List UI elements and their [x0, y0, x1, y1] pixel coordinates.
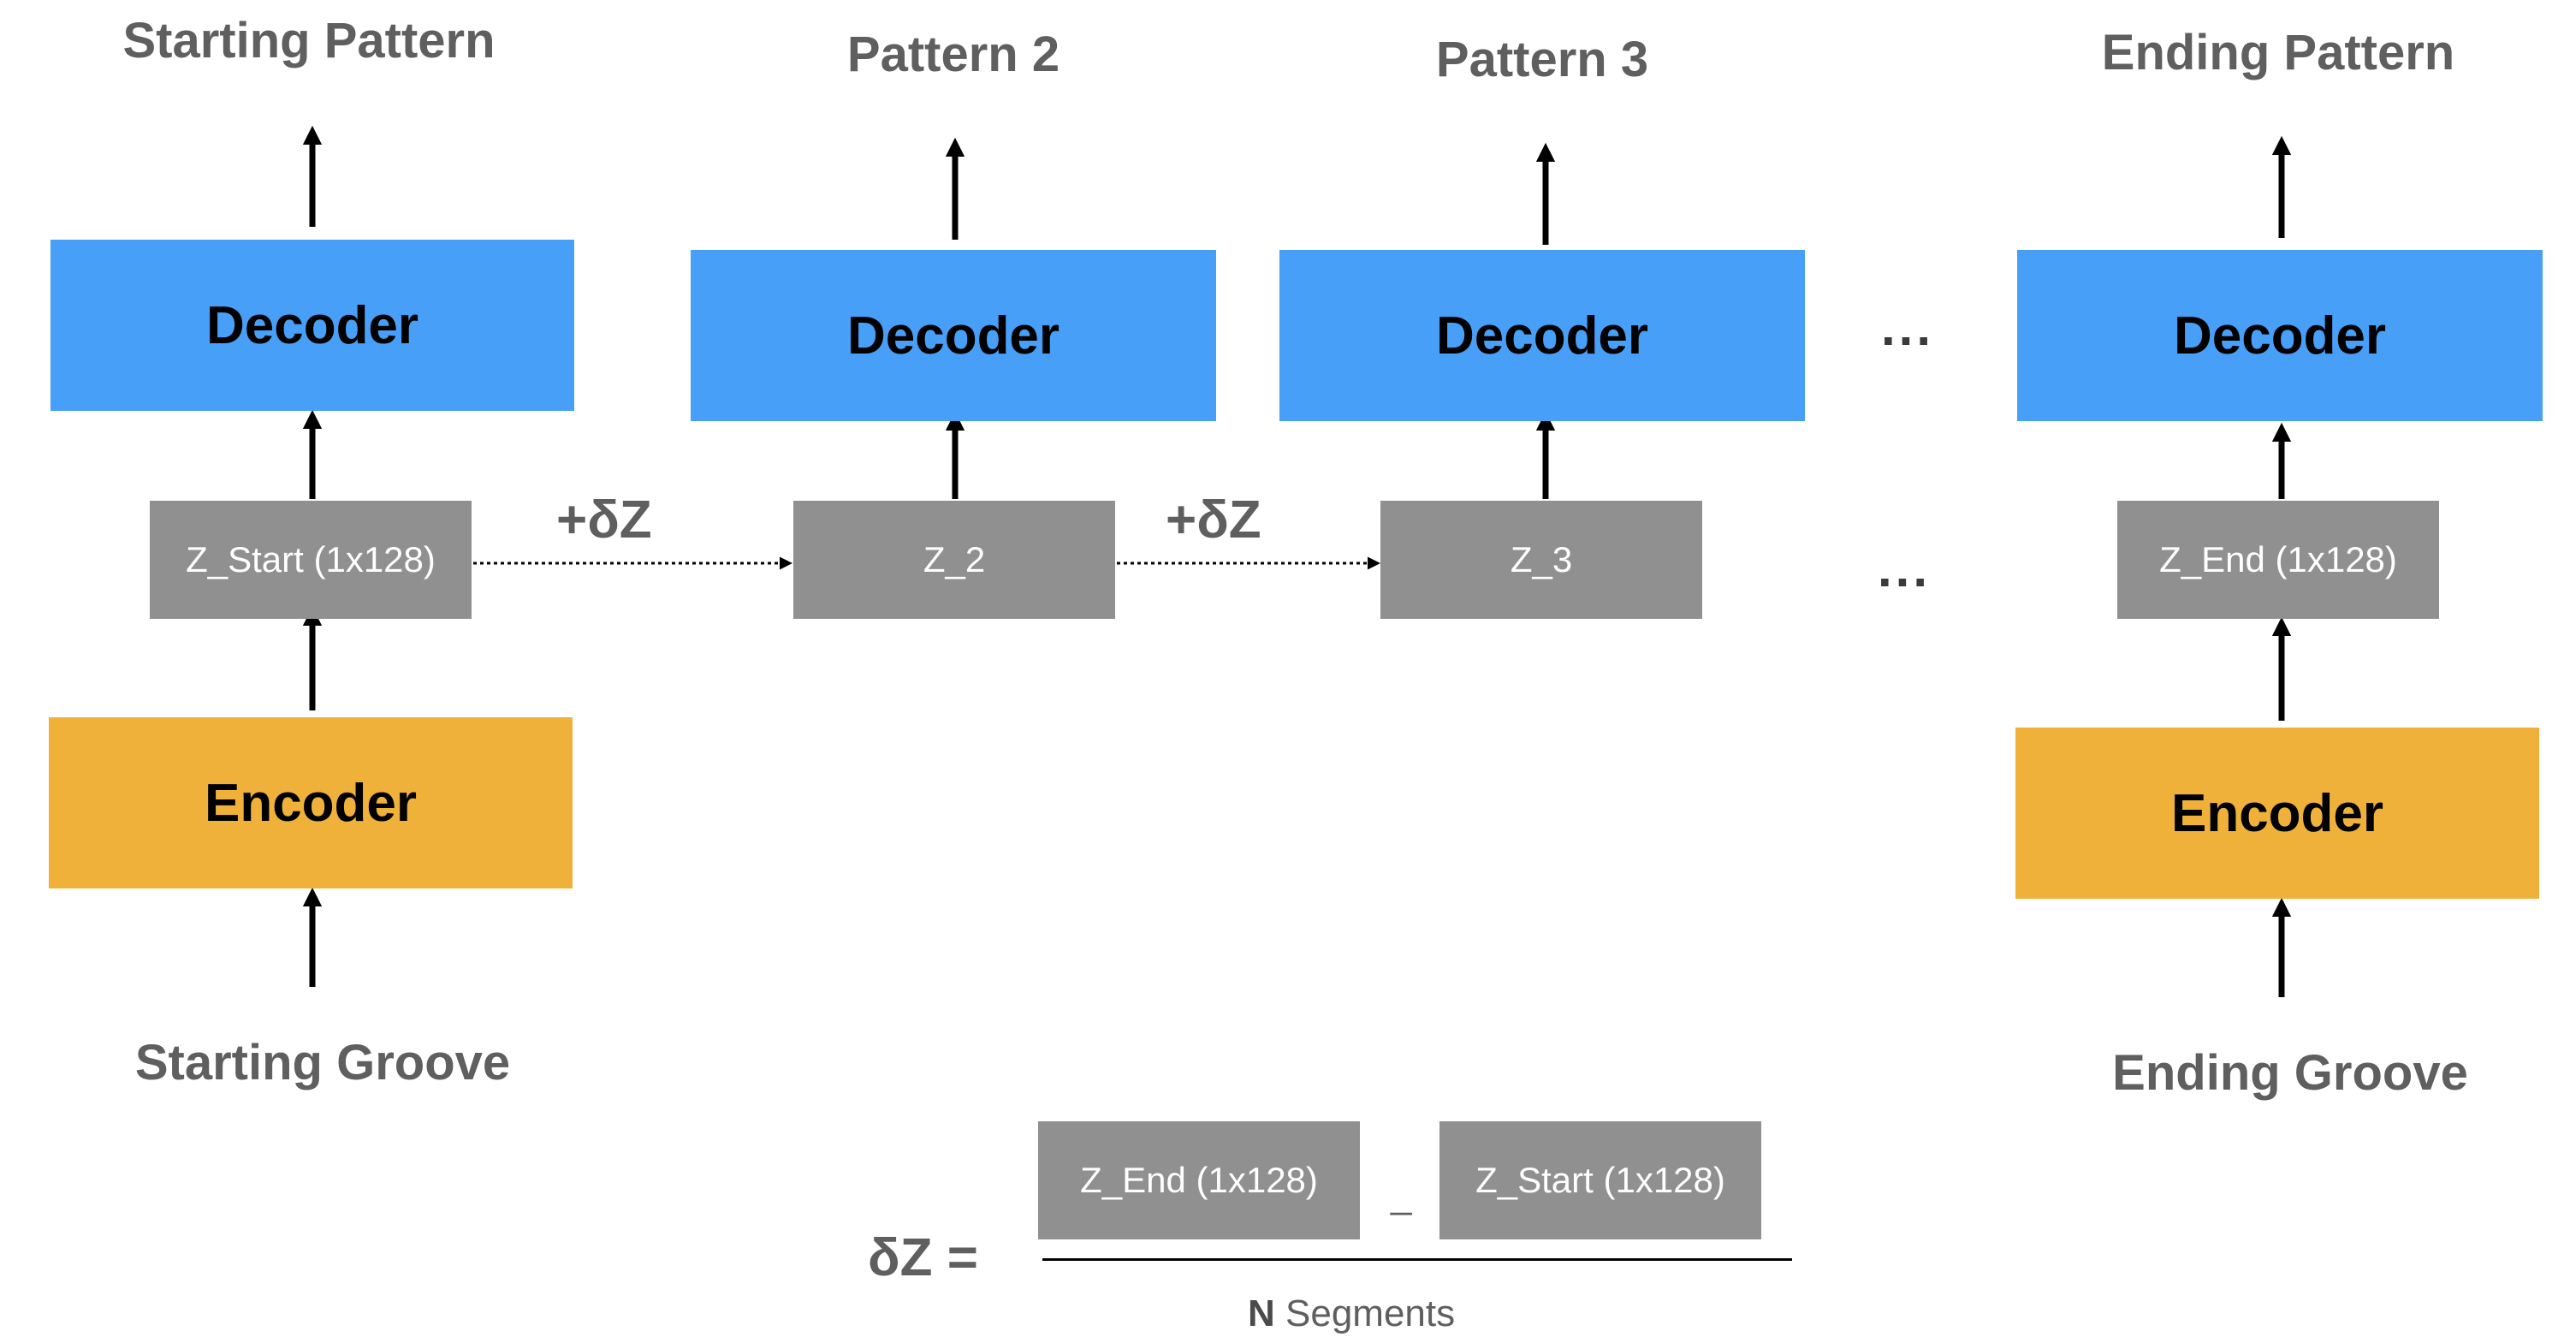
delta-step-label-1: +δZ [556, 490, 652, 550]
formula-z-start-box: Z_Start (1x128) [1439, 1121, 1761, 1239]
denominator-n: N [1248, 1292, 1275, 1334]
ending-pattern-label: Ending Pattern [2101, 25, 2455, 80]
formula-minus: _ [1391, 1174, 1412, 1216]
encoder-box-end: Encoder [2015, 728, 2539, 899]
latent-z-2: Z_2 [793, 501, 1115, 619]
pattern-3-label: Pattern 3 [1435, 32, 1649, 87]
formula-denominator: N Segments [1248, 1292, 1455, 1335]
ending-groove-label: Ending Groove [2112, 1045, 2468, 1101]
pattern-2-label: Pattern 2 [846, 27, 1060, 82]
denominator-segments: Segments [1285, 1292, 1456, 1334]
latent-z-start: Z_Start (1x128) [150, 501, 472, 619]
decoder-box-start: Decoder [50, 240, 574, 411]
latent-z-end: Z_End (1x128) [2117, 501, 2439, 619]
ellipsis-latent-row: ... [1878, 540, 1932, 597]
delta-step-label-2: +δZ [1166, 490, 1261, 550]
encoder-box-start: Encoder [49, 717, 573, 888]
decoder-box-p2: Decoder [691, 250, 1216, 421]
starting-pattern-label: Starting Pattern [122, 13, 496, 68]
latent-z-3: Z_3 [1380, 501, 1702, 619]
decoder-box-p3: Decoder [1279, 250, 1805, 421]
starting-groove-label: Starting Groove [134, 1035, 511, 1090]
decoder-box-end: Decoder [2017, 250, 2543, 421]
formula-z-end-box: Z_End (1x128) [1038, 1121, 1360, 1239]
ellipsis-decoder-row: ... [1881, 299, 1935, 356]
fraction-bar [1042, 1258, 1792, 1261]
formula-lhs: δZ = [868, 1228, 978, 1287]
